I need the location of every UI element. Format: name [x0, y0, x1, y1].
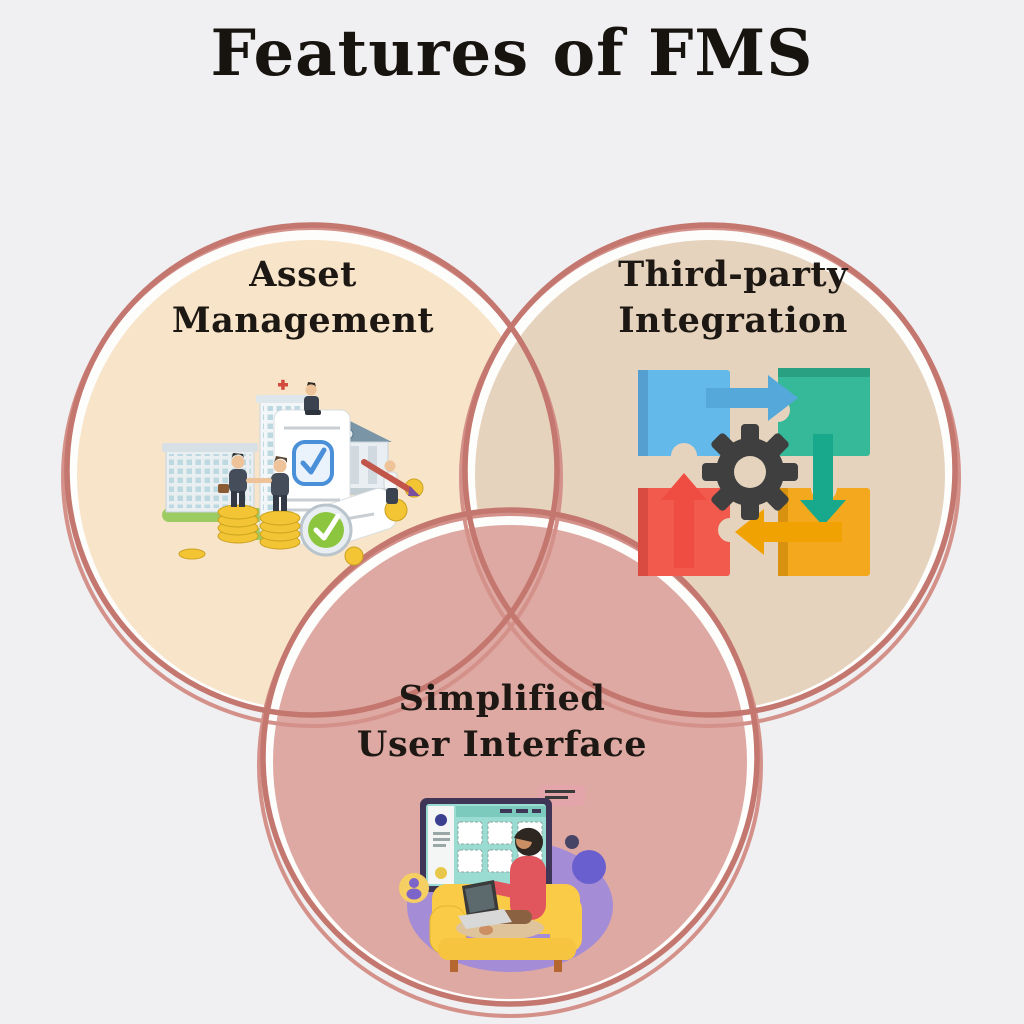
label-third-party-integration: Third-party Integration [618, 254, 848, 341]
purple-dot-large [572, 850, 606, 884]
circle-simplified-user-interface [263, 510, 757, 1004]
verified-seal-icon [299, 503, 353, 557]
arrow-up-icon [661, 473, 707, 568]
shield-check-icon [292, 440, 334, 486]
man-with-laptop-icon [438, 827, 576, 960]
purple-dot-small [565, 835, 579, 849]
third-party-integration-illustration [638, 368, 870, 576]
couch-seat [438, 938, 576, 960]
laptop-icon [458, 880, 512, 929]
contract-document-icon [273, 409, 397, 557]
puzzle-piece-blue [638, 370, 730, 469]
page-title: Features of FMS [210, 16, 814, 91]
arrow-down-icon [800, 434, 846, 526]
asset-management-illustration [162, 379, 424, 566]
venn-outlines [64, 222, 958, 1007]
simplified-user-interface-illustration [399, 785, 613, 972]
venn-soft-outlines [61, 226, 961, 1018]
arrow-right-icon [706, 375, 798, 421]
user-badge-icon [399, 873, 429, 903]
sitting-person-icon [304, 382, 321, 415]
gear-icon [702, 424, 798, 520]
arrow-left-icon [735, 509, 842, 555]
pencil-icon [361, 459, 420, 504]
label-simplified-user-interface: Simplified User Interface [356, 678, 648, 765]
label-asset-management: Asset Management [171, 254, 435, 341]
